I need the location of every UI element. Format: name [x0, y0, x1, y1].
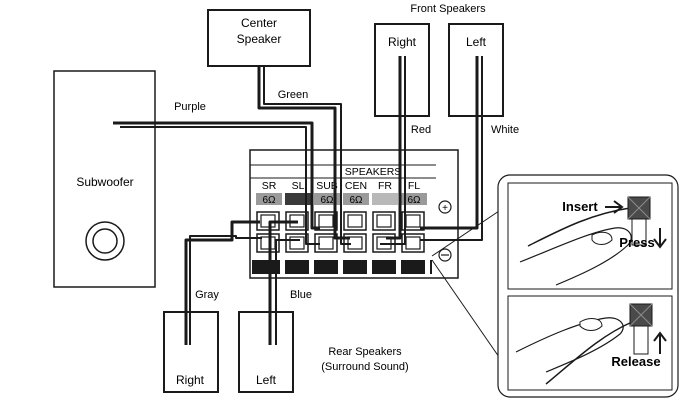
release-label: Release	[611, 354, 660, 369]
finger-icon	[515, 317, 624, 373]
terminal-clip-fl-plus[interactable]	[401, 211, 425, 231]
impedance-cell	[256, 193, 282, 205]
terminal-clip-inner	[376, 214, 392, 228]
impedance-label: 6Ω	[262, 195, 276, 206]
terminal-clip-inner	[405, 236, 421, 250]
rear-speakers-label-line1: Rear Speakers	[328, 346, 402, 358]
impedance-cell	[343, 193, 369, 205]
gray-wire-neg	[189, 235, 262, 345]
impedance-cell	[285, 193, 311, 205]
impedance-label: 6Ω	[349, 195, 363, 206]
release-inset: Release	[507, 295, 673, 391]
callout-line-lower	[431, 259, 509, 371]
channel-label-row: SR SL SUB CEN FR FL	[262, 180, 421, 192]
front-right-speaker-box	[374, 23, 430, 117]
subwoofer-box	[53, 70, 156, 288]
terminal-clip-fr-plus[interactable]	[372, 211, 396, 231]
red-wire-label: Red	[411, 124, 431, 136]
terminal-clip-stem	[633, 325, 649, 355]
blue-wire	[268, 220, 298, 345]
insert-label: Insert	[562, 199, 598, 214]
terminal-clip-inner	[318, 236, 334, 250]
clip-cross	[629, 303, 653, 327]
terminal-clip-stem	[631, 218, 647, 246]
impedance-cell	[372, 193, 398, 205]
terminal-title: SPEAKERS	[345, 166, 402, 178]
base-gap	[425, 260, 430, 274]
channel-label-cen: CEN	[345, 180, 367, 192]
blue-wire-label: Blue	[290, 289, 312, 301]
base-gap	[280, 260, 285, 274]
press-label: Press	[619, 235, 654, 250]
base-gap	[338, 260, 343, 274]
center-speaker-label-line1: Center	[241, 16, 277, 30]
terminal-clip-sl-minus[interactable]	[285, 233, 309, 253]
red-wire-neg	[380, 56, 406, 245]
plus-terminal-symbol: +	[442, 203, 448, 214]
center-speaker-label-line2: Speaker	[237, 32, 282, 46]
subwoofer-label: Subwoofer	[76, 175, 133, 189]
base-gap	[309, 260, 314, 274]
front-speakers-label: Front Speakers	[410, 3, 486, 15]
rear-left-speaker-label: Left	[256, 373, 277, 387]
gray-wire-label: Gray	[195, 289, 219, 301]
terminal-clip-inner	[260, 236, 276, 250]
blue-wire-neg	[275, 239, 300, 345]
subwoofer-port-icon	[85, 221, 125, 261]
center-speaker-box	[207, 9, 311, 67]
wire-group	[113, 56, 483, 345]
gray-wire	[184, 220, 260, 345]
wire-lead-icon	[545, 321, 633, 385]
rear-right-speaker-label: Right	[176, 373, 205, 387]
red-wire	[386, 56, 402, 240]
subwoofer-port-inner-icon	[92, 228, 118, 254]
terminal-clip-inner	[318, 214, 334, 228]
green-wire-neg	[263, 66, 351, 245]
purple-wire	[113, 121, 320, 230]
purple-wire-neg	[120, 126, 320, 245]
front-left-speaker-label: Left	[466, 35, 487, 49]
channel-label-sub: SUB	[316, 180, 338, 192]
white-wire	[420, 56, 479, 230]
purple-wire-label: Purple	[174, 101, 206, 113]
minus-terminal-icon	[438, 248, 452, 262]
rear-speakers-label-line2: (Surround Sound)	[321, 361, 408, 373]
green-wire-label: Green	[278, 89, 309, 101]
channel-label-fr: FR	[378, 180, 392, 192]
channel-label-fl: FL	[408, 180, 420, 192]
base-gap	[396, 260, 401, 274]
terminal-clip-fl-minus[interactable]	[401, 233, 425, 253]
plus-terminal-icon	[438, 200, 452, 214]
finger-nail-icon	[579, 318, 603, 331]
speaker-terminal-panel: SPEAKERS SR SL SUB CEN FR FL 6Ω 6Ω 6Ω 6Ω +	[249, 149, 459, 279]
insert-press-inset: Insert Press	[507, 182, 673, 290]
impedance-label: 6Ω	[407, 195, 421, 206]
terminal-clip-inner	[405, 214, 421, 228]
callout-line-upper	[431, 204, 509, 257]
terminal-base-gaps	[280, 260, 430, 274]
terminal-clip-sr-plus[interactable]	[256, 211, 280, 231]
clip-cross	[627, 196, 651, 220]
release-arrow-icon	[653, 331, 667, 354]
front-right-speaker-label: Right	[388, 35, 417, 49]
terminal-clip-cen-plus[interactable]	[343, 211, 367, 231]
white-wire-label: White	[491, 124, 519, 136]
impedance-cell	[401, 193, 427, 205]
impedance-label: 6Ω	[320, 195, 334, 206]
channel-label-sl: SL	[292, 180, 305, 192]
finger-nail-icon	[591, 231, 613, 245]
base-gap	[367, 260, 372, 274]
terminal-clip-sub-plus[interactable]	[314, 211, 338, 231]
terminal-clip-inner	[347, 214, 363, 228]
terminal-clip-inner	[289, 236, 305, 250]
channel-label-sr: SR	[262, 180, 277, 192]
press-arrow-icon	[653, 228, 667, 249]
insert-arrow-icon	[605, 200, 624, 214]
terminal-cell-grid	[256, 211, 425, 253]
white-wire-neg	[420, 56, 483, 241]
rear-left-speaker-box	[238, 311, 294, 393]
